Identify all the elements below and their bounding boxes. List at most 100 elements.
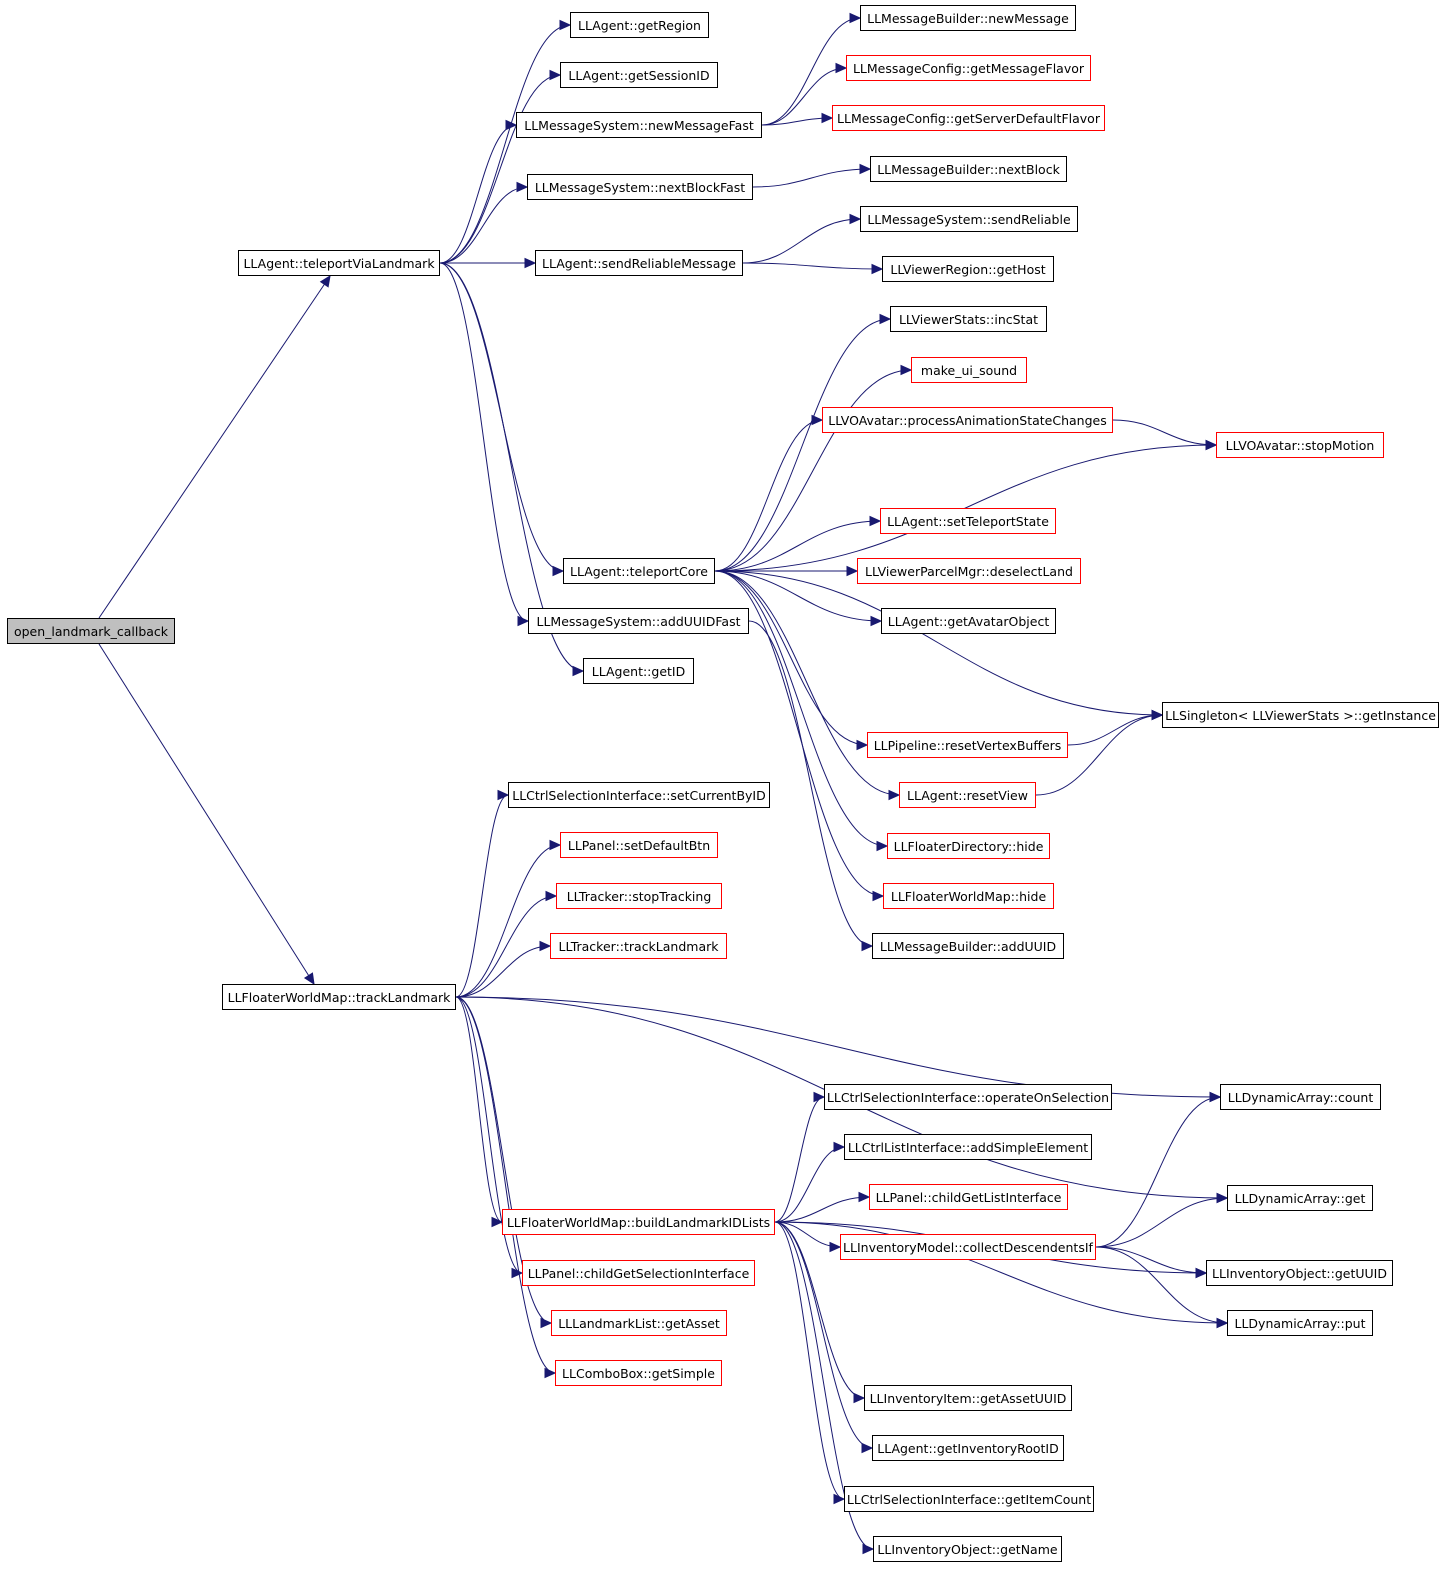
edge-collectDescendentsIf-to-put-arrowhead xyxy=(1216,1317,1229,1329)
edge-trackLandmark-to-stopTracking-arrowhead xyxy=(545,890,558,902)
node-trackerTrackLandmark[interactable]: LLTracker::trackLandmark xyxy=(550,933,727,959)
edge-teleportCore-to-floaterDirectoryHide-arrowhead xyxy=(876,840,889,852)
node-getItemCount[interactable]: LLCtrlSelectionInterface::getItemCount xyxy=(844,1486,1094,1512)
edge-trackLandmark-to-trackerTrackLandmark-arrowhead xyxy=(539,940,552,952)
edge-teleportCore-to-setTeleportState xyxy=(714,520,881,572)
node-setTeleportState[interactable]: LLAgent::setTeleportState xyxy=(880,508,1056,534)
edge-buildLandmarkIDLists-to-getName-arrowhead xyxy=(862,1543,875,1555)
edge-buildLandmarkIDLists-to-childGetListInterface xyxy=(774,1196,870,1223)
edge-teleportViaLandmark-to-getRegion xyxy=(439,24,571,264)
edge-buildLandmarkIDLists-to-getInventoryRootID xyxy=(774,1221,873,1449)
node-getSessionID[interactable]: LLAgent::getSessionID xyxy=(560,62,718,88)
node-make_ui_sound[interactable]: make_ui_sound xyxy=(911,357,1027,383)
node-getAssetUUID[interactable]: LLInventoryItem::getAssetUUID xyxy=(864,1385,1072,1411)
edge-trackLandmark-to-setCurrentByID xyxy=(455,794,509,998)
edge-processAnimationStateChanges-to-stopMotion-arrowhead xyxy=(1205,439,1218,451)
node-resetView[interactable]: LLAgent::resetView xyxy=(899,782,1036,808)
node-incStat[interactable]: LLViewerStats::incStat xyxy=(890,306,1047,332)
node-setDefaultBtn[interactable]: LLPanel::setDefaultBtn xyxy=(560,832,718,858)
edge-teleportViaLandmark-to-getID xyxy=(439,262,584,672)
node-addUUID[interactable]: LLMessageBuilder::addUUID xyxy=(872,933,1064,959)
node-newMessageFast[interactable]: LLMessageSystem::newMessageFast xyxy=(516,112,762,138)
edge-teleportCore-to-getAvatarObject-arrowhead xyxy=(870,615,883,627)
node-addSimpleElement[interactable]: LLCtrlListInterface::addSimpleElement xyxy=(844,1134,1092,1160)
node-newMessage[interactable]: LLMessageBuilder::newMessage xyxy=(860,5,1076,31)
edge-teleportCore-to-deselectLand-arrowhead xyxy=(846,565,859,577)
node-teleportViaLandmark[interactable]: LLAgent::teleportViaLandmark xyxy=(238,250,440,276)
edge-trackLandmark-to-count xyxy=(455,996,1221,1098)
node-getSimple[interactable]: LLComboBox::getSimple xyxy=(555,1360,722,1386)
edge-collectDescendentsIf-to-put xyxy=(1095,1246,1228,1324)
node-operateOnSelection[interactable]: LLCtrlSelectionInterface::operateOnSelec… xyxy=(824,1084,1112,1110)
node-collectDescendentsIf[interactable]: LLInventoryModel::collectDescendentsIf xyxy=(840,1234,1096,1260)
edge-resetView-to-getInstance-arrowhead xyxy=(1151,709,1164,721)
node-dynGet[interactable]: LLDynamicArray::get xyxy=(1227,1185,1373,1211)
node-setCurrentByID[interactable]: LLCtrlSelectionInterface::setCurrentByID xyxy=(508,782,770,808)
edge-newMessageFast-to-getMessageFlavor-arrowhead xyxy=(835,62,848,74)
edge-teleportCore-to-setTeleportState-arrowhead xyxy=(869,515,882,527)
edge-open_landmark_callback-to-teleportViaLandmark-arrowhead xyxy=(319,274,331,288)
node-nextBlock[interactable]: LLMessageBuilder::nextBlock xyxy=(870,156,1067,182)
node-trackLandmark[interactable]: LLFloaterWorldMap::trackLandmark xyxy=(222,984,456,1010)
node-nextBlockFast[interactable]: LLMessageSystem::nextBlockFast xyxy=(527,174,753,200)
edge-buildLandmarkIDLists-to-childGetListInterface-arrowhead xyxy=(858,1191,871,1203)
edge-trackLandmark-to-getAsset-arrowhead xyxy=(540,1317,553,1329)
edge-trackLandmark-to-childGetSelectionInterface-arrowhead xyxy=(511,1267,524,1279)
edge-trackLandmark-to-buildLandmarkIDLists-arrowhead xyxy=(491,1216,504,1228)
node-deselectLand[interactable]: LLViewerParcelMgr::deselectLand xyxy=(857,558,1081,584)
node-buildLandmarkIDLists[interactable]: LLFloaterWorldMap::buildLandmarkIDLists xyxy=(502,1209,775,1235)
edge-trackLandmark-to-setDefaultBtn-arrowhead xyxy=(549,839,562,851)
edge-trackLandmark-to-stopTracking xyxy=(455,895,557,998)
node-processAnimationStateChanges[interactable]: LLVOAvatar::processAnimationStateChanges xyxy=(822,407,1113,433)
node-floaterWorldMapHide[interactable]: LLFloaterWorldMap::hide xyxy=(883,883,1054,909)
edge-sendReliableMessage-to-getHost-arrowhead xyxy=(871,263,884,275)
edge-newMessageFast-to-newMessage xyxy=(761,17,861,126)
edge-trackLandmark-to-setDefaultBtn xyxy=(455,844,561,998)
edge-collectDescendentsIf-to-count-arrowhead xyxy=(1209,1091,1222,1103)
edge-teleportViaLandmark-to-getRegion-arrowhead xyxy=(559,19,572,31)
node-getAsset[interactable]: LLLandmarkList::getAsset xyxy=(551,1310,727,1336)
node-sendReliableMessage[interactable]: LLAgent::sendReliableMessage xyxy=(535,250,743,276)
node-getInventoryRootID[interactable]: LLAgent::getInventoryRootID xyxy=(872,1435,1064,1461)
node-count[interactable]: LLDynamicArray::count xyxy=(1220,1084,1381,1110)
edge-teleportViaLandmark-to-nextBlockFast xyxy=(439,186,528,264)
edge-teleportCore-to-resetVertexBuffers xyxy=(714,570,868,746)
node-floaterDirectoryHide[interactable]: LLFloaterDirectory::hide xyxy=(887,833,1050,859)
edge-trackLandmark-to-getSimple xyxy=(455,996,556,1374)
edge-buildLandmarkIDLists-to-getName xyxy=(774,1221,874,1550)
edge-sendReliableMessage-to-sendReliable xyxy=(742,218,861,264)
edge-collectDescendentsIf-to-dynGet-arrowhead xyxy=(1216,1192,1229,1204)
edge-buildLandmarkIDLists-to-getAssetUUID-arrowhead xyxy=(853,1392,866,1404)
node-addUUIDFast[interactable]: LLMessageSystem::addUUIDFast xyxy=(528,608,749,634)
edge-teleportCore-to-processAnimationStateChanges-arrowhead xyxy=(811,414,824,426)
edge-teleportCore-to-make_ui_sound-arrowhead xyxy=(900,364,913,376)
edge-teleportCore-to-floaterWorldMapHide xyxy=(714,570,884,897)
edge-buildLandmarkIDLists-to-getInventoryRootID-arrowhead xyxy=(861,1442,874,1454)
node-getInstance[interactable]: LLSingleton< LLViewerStats >::getInstanc… xyxy=(1162,702,1439,728)
node-getMessageFlavor[interactable]: LLMessageConfig::getMessageFlavor xyxy=(846,55,1091,81)
node-getUUID[interactable]: LLInventoryObject::getUUID xyxy=(1206,1260,1393,1286)
edge-teleportViaLandmark-to-getSessionID xyxy=(439,74,561,264)
node-getAvatarObject[interactable]: LLAgent::getAvatarObject xyxy=(881,608,1056,634)
node-teleportCore[interactable]: LLAgent::teleportCore xyxy=(563,558,715,584)
node-resetVertexBuffers[interactable]: LLPipeline::resetVertexBuffers xyxy=(867,732,1068,758)
edge-teleportViaLandmark-to-addUUIDFast-arrowhead xyxy=(517,615,530,627)
node-stopTracking[interactable]: LLTracker::stopTracking xyxy=(556,883,722,909)
node-getRegion[interactable]: LLAgent::getRegion xyxy=(570,12,709,38)
edge-sendReliableMessage-to-getHost xyxy=(742,262,883,270)
node-getHost[interactable]: LLViewerRegion::getHost xyxy=(882,256,1054,282)
node-open_landmark_callback[interactable]: open_landmark_callback xyxy=(7,618,175,644)
node-getServerDefaultFlavor[interactable]: LLMessageConfig::getServerDefaultFlavor xyxy=(832,105,1105,131)
node-stopMotion[interactable]: LLVOAvatar::stopMotion xyxy=(1216,432,1384,458)
node-childGetListInterface[interactable]: LLPanel::childGetListInterface xyxy=(869,1184,1068,1210)
edge-collectDescendentsIf-to-count xyxy=(1095,1096,1221,1248)
node-put[interactable]: LLDynamicArray::put xyxy=(1227,1310,1373,1336)
edge-collectDescendentsIf-to-getUUID xyxy=(1095,1246,1207,1274)
node-getName[interactable]: LLInventoryObject::getName xyxy=(873,1536,1062,1562)
node-sendReliable[interactable]: LLMessageSystem::sendReliable xyxy=(860,206,1078,232)
node-childGetSelectionInterface[interactable]: LLPanel::childGetSelectionInterface xyxy=(522,1260,755,1286)
edge-trackLandmark-to-setCurrentByID-arrowhead xyxy=(497,789,510,801)
node-getID[interactable]: LLAgent::getID xyxy=(583,658,694,684)
edge-resetView-to-getInstance xyxy=(1035,714,1163,796)
